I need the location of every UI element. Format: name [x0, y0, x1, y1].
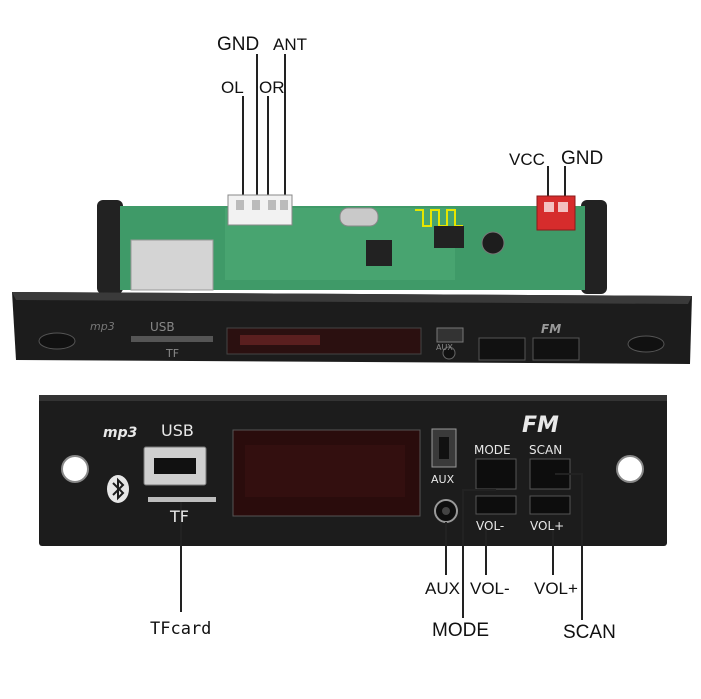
top-aux-text: AUX [436, 343, 453, 352]
mode-callout: MODE [432, 620, 489, 641]
left-bracket [97, 200, 123, 294]
bluetooth-icon [107, 475, 129, 503]
vol-minus-label: VOL- [476, 519, 505, 533]
ol-label: OL [221, 78, 244, 97]
aux-callout: AUX [425, 579, 460, 598]
fm-logo: FM [522, 413, 559, 438]
power-connector [536, 195, 576, 231]
scan-label: SCAN [529, 443, 563, 457]
crystal [339, 207, 379, 227]
ant-label: ANT [273, 35, 307, 54]
top-callout-lines [242, 54, 566, 200]
bottom-callout-lines [180, 473, 583, 620]
right-mount-hole [616, 455, 644, 483]
or-label: OR [259, 78, 285, 97]
capacitor [481, 231, 505, 255]
tf-slot [148, 497, 216, 502]
vol-minus-button [475, 495, 517, 515]
right-bracket [581, 200, 607, 294]
vol-plus-button [529, 495, 571, 515]
tf-label: TF [170, 507, 189, 526]
top-tf-text: TF [166, 347, 180, 360]
top-mp3-logo: mp3 [90, 320, 115, 333]
vcc-label: VCC [509, 150, 545, 169]
mode-button [475, 458, 517, 490]
left-mount-hole [61, 455, 89, 483]
top-fm-logo: FM [541, 322, 562, 336]
vol-plus-callout: VOL+ [534, 579, 578, 598]
usb-label: USB [161, 421, 194, 440]
mode-label: MODE [474, 443, 511, 457]
vol-minus-callout: VOL- [470, 579, 510, 598]
ic-chip [366, 240, 392, 266]
tf-card-slot [130, 239, 214, 291]
scan-callout: SCAN [563, 622, 616, 643]
regulator [434, 226, 464, 248]
tfcard-label: TFcard [150, 619, 212, 639]
top-usb-text: USB [150, 320, 175, 334]
aux-label: AUX [431, 473, 455, 486]
mp3-logo: mp3 [103, 425, 138, 441]
gnd-power-label: GND [561, 148, 604, 169]
gnd-audio-label: GND [217, 34, 260, 55]
vol-plus-label: VOL+ [530, 519, 565, 533]
